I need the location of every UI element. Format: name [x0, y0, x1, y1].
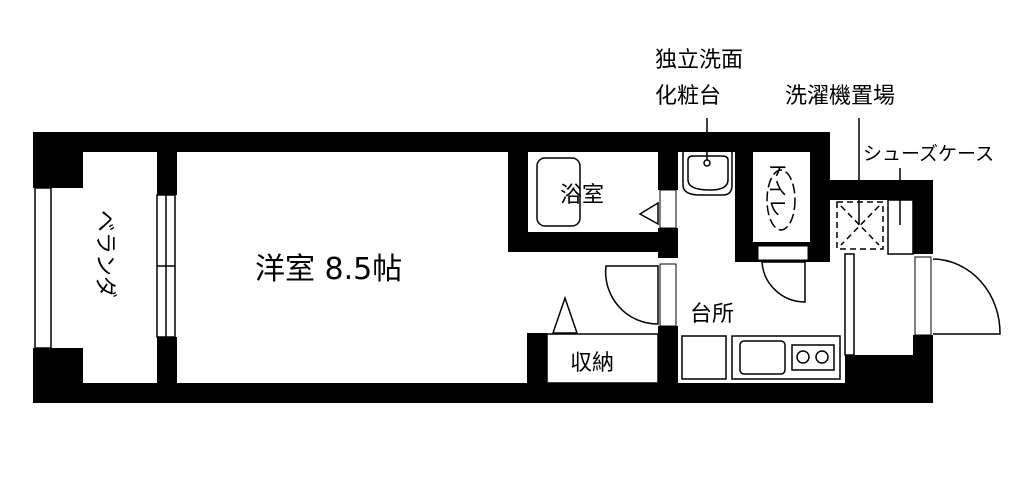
label-bathroom: 浴室 — [560, 183, 604, 208]
label-western-room: 洋室 8.5帖 — [255, 252, 402, 287]
stove — [791, 344, 835, 371]
kitchen-counter — [731, 335, 841, 380]
room-door-swing — [604, 265, 659, 325]
label-washbasin-line1: 独立洗面 — [655, 48, 743, 73]
toilet-door-swing — [761, 261, 806, 303]
walls — [33, 132, 933, 403]
label-balcony: ベランダ — [92, 210, 117, 298]
toilet-bowl — [766, 169, 796, 231]
washbasin — [682, 152, 733, 196]
label-toilet: トイレ — [766, 160, 788, 217]
entrance-door-swing — [932, 258, 1001, 335]
label-washer-space: 洗濯機置場 — [785, 84, 895, 109]
label-kitchen: 台所 — [690, 302, 734, 327]
label-shoe-case: シューズケース — [863, 143, 994, 165]
washer-space — [836, 201, 884, 250]
storage-box — [546, 333, 659, 384]
sink — [739, 340, 786, 375]
bath-door-marker — [638, 201, 659, 226]
fridge-space — [681, 335, 727, 380]
balcony-door-window — [156, 194, 176, 338]
label-washbasin-line2: 化粧台 — [655, 84, 721, 109]
label-storage: 収納 — [570, 351, 614, 376]
balcony-outer-window — [34, 187, 52, 349]
storage-door-marker — [551, 295, 579, 334]
bathtub — [536, 157, 581, 227]
